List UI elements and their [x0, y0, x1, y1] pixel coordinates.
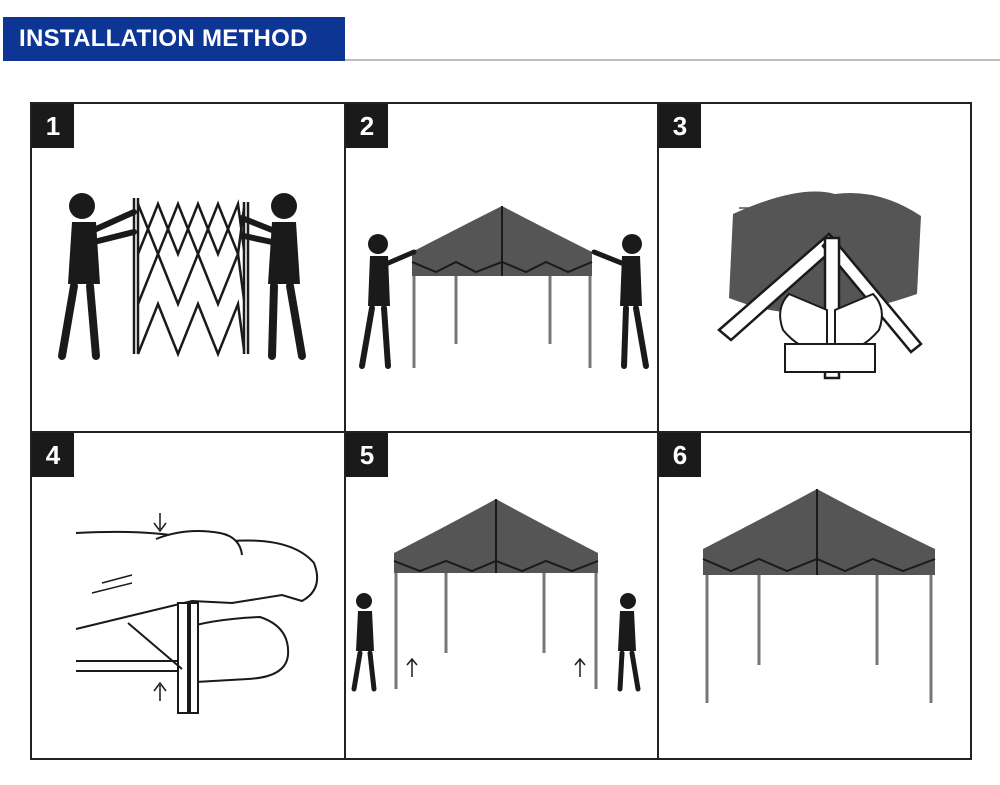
step-6-illustration: [702, 489, 936, 703]
grid-divider: [32, 431, 970, 433]
step-number-badge: 3: [659, 104, 701, 148]
step-2-panel: 2: [346, 104, 657, 431]
instruction-grid: 1 2: [30, 102, 972, 760]
step-5-panel: 5: [346, 433, 657, 758]
step-number-badge: 1: [32, 104, 74, 148]
section-title: INSTALLATION METHOD: [3, 17, 345, 61]
step-1-panel: 1: [32, 104, 344, 431]
step-3-panel: 3: [659, 104, 970, 431]
step-number-badge: 2: [346, 104, 388, 148]
step-1-illustration: [58, 193, 306, 360]
step-4-illustration: [75, 513, 318, 714]
step-6-panel: 6: [659, 433, 970, 758]
step-2-illustration: [359, 206, 649, 369]
header-divider: [345, 59, 1000, 61]
step-number-badge: 4: [32, 433, 74, 477]
step-3-illustration: [717, 191, 923, 380]
step-number-badge: 6: [659, 433, 701, 477]
step-number-badge: 5: [346, 433, 388, 477]
step-5-illustration: [351, 499, 641, 692]
step-4-panel: 4: [32, 433, 344, 758]
